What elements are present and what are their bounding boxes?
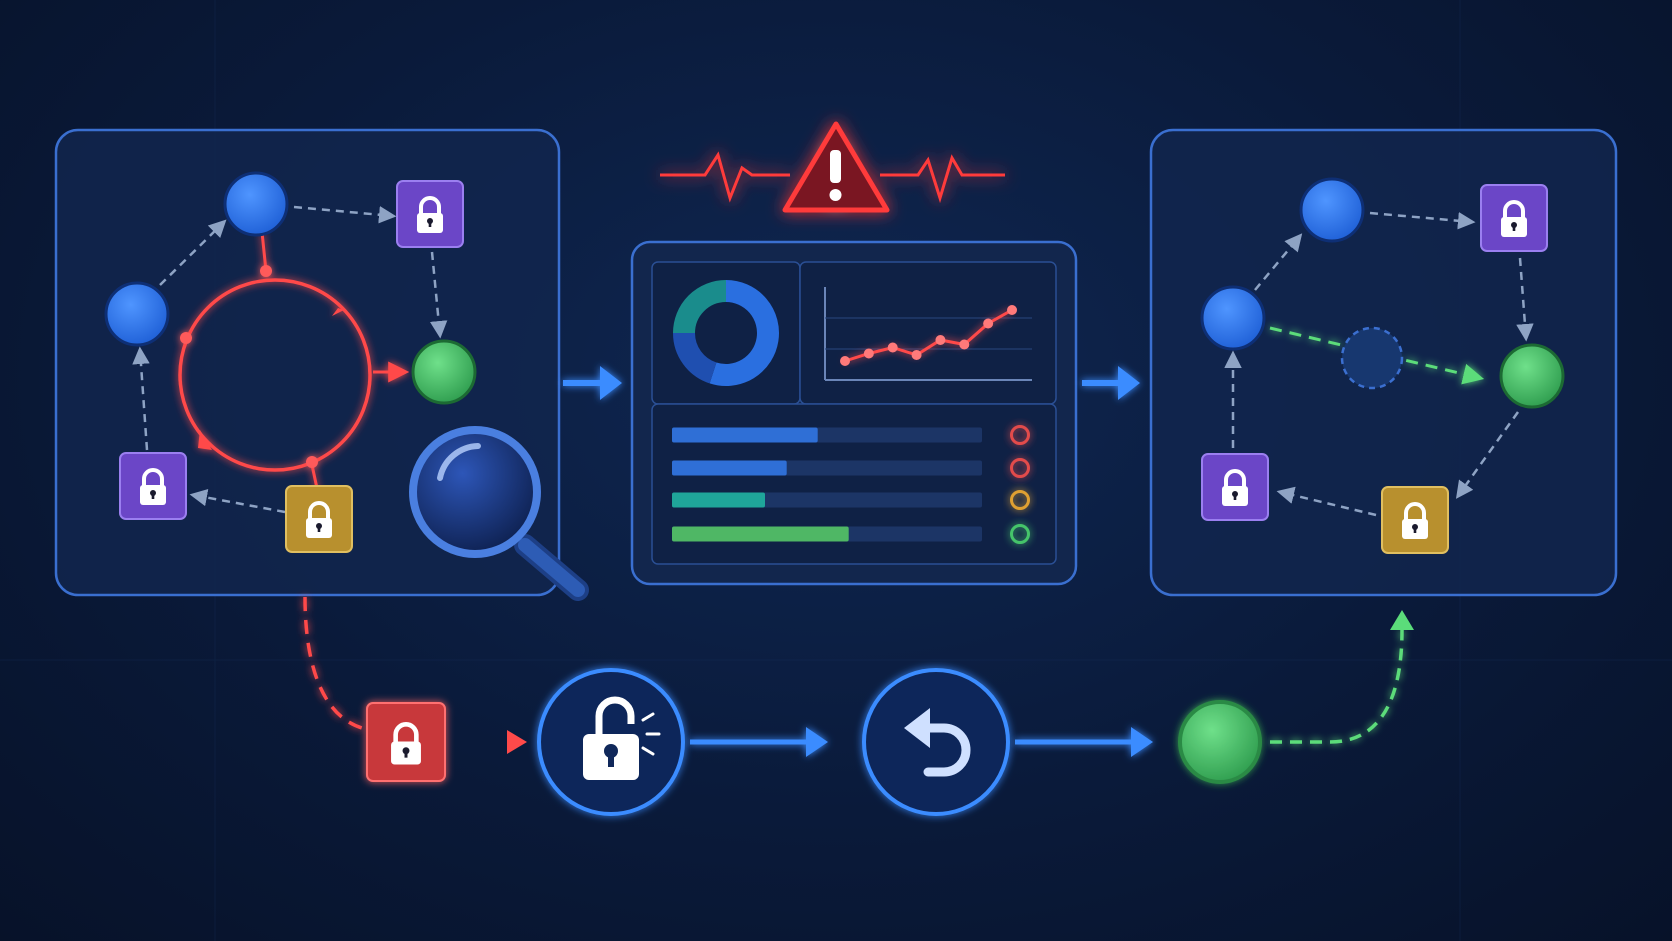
deadlock-exit-path [303,596,363,730]
series-point [911,350,922,360]
removed-node-placeholder [1340,326,1404,390]
status-indicator [1010,524,1030,544]
edge-dashed [132,346,150,451]
flow-arrow [690,727,828,757]
process-node-green [411,339,477,405]
rollback-step [862,668,1010,816]
progress-fill [672,526,849,542]
recovered-process-node [1178,700,1262,784]
series-point [1007,305,1017,315]
series-point [887,342,898,353]
undo-arrow-icon [904,708,971,777]
donut-slice [673,280,727,334]
series-point [983,318,994,329]
process-node-blue [1200,285,1266,351]
edge-dashed [293,205,397,224]
resolution-flow [303,596,1414,816]
resolved-panel [1149,128,1618,597]
process-node-green [1499,343,1565,409]
unlock-step [537,668,685,816]
progress-fill [672,460,787,476]
series-point [863,348,874,359]
process-node-blue [104,281,170,347]
resource-lock-gold [1381,486,1449,554]
edge-dashed [159,219,227,286]
status-indicator [1010,458,1030,478]
resource-lock-purple [119,452,187,520]
donut-slice [673,332,718,384]
status-bar-list [672,425,1030,544]
deadlock-cycle [178,231,410,494]
donut-chart [673,280,779,386]
flow-arrow [1082,366,1140,400]
edge-dashed [189,488,286,514]
heartbeat-line-icon [660,151,790,203]
warning-triangle-icon [660,121,1005,213]
series-point [840,356,850,366]
process-node-blue [223,171,289,237]
line-chart [824,287,1032,381]
progress-fill [672,492,765,508]
resource-lock-gold [285,485,353,553]
heartbeat-line-icon [880,154,1005,204]
monitoring-dashboard [630,240,1078,586]
resource-lock-purple [396,180,464,248]
process-node-blue [1299,177,1365,243]
edge-dashed [1276,486,1377,517]
magnifier-icon [409,426,589,601]
edge-dashed [1455,411,1520,499]
resource-lock-purple [1480,184,1548,252]
donut-slice [709,280,779,386]
victim-lock-red [366,702,446,782]
series-point [935,335,946,345]
resource-lock-purple [1201,453,1269,521]
padlock-open-icon [583,696,661,780]
flow-arrow [1015,727,1153,757]
edge-dashed [1254,233,1303,291]
progress-fill [672,427,818,443]
return-path-green [1270,629,1404,744]
series-point [959,339,970,350]
edge-dashed [1369,211,1476,230]
flow-arrow [563,366,622,400]
status-indicator [1010,425,1030,445]
status-indicator [1010,490,1030,510]
